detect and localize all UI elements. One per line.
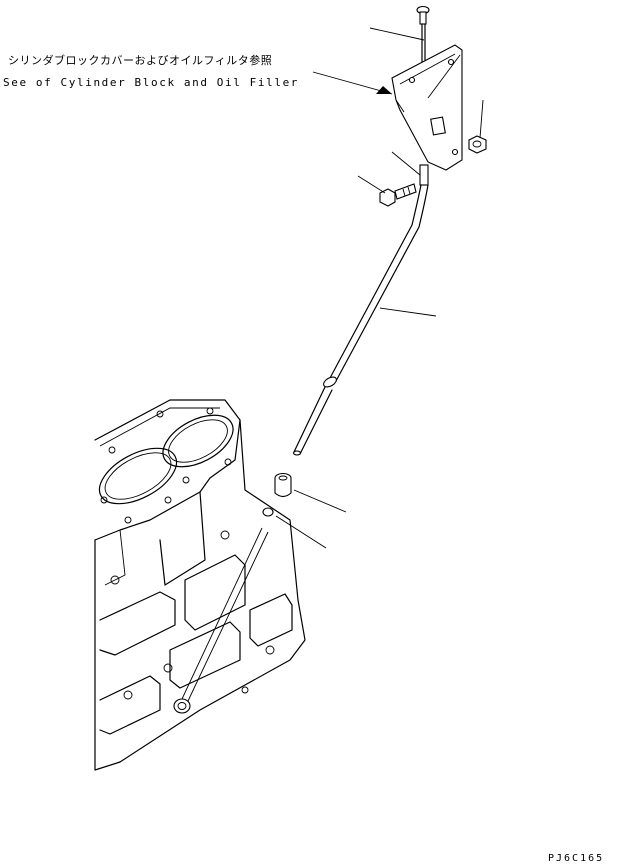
mounting-bracket xyxy=(391,44,463,171)
bolt xyxy=(379,183,417,207)
guide-tube xyxy=(292,164,429,456)
cylinder-block xyxy=(94,399,306,771)
drawing-code: PJ6C165 xyxy=(548,853,605,864)
leader-lines xyxy=(275,27,484,549)
nut xyxy=(468,135,487,154)
reference-note-english: See of Cylinder Block and Oil Filler xyxy=(3,76,300,89)
plug xyxy=(262,507,274,517)
grommet-sleeve xyxy=(274,472,292,498)
reference-note-japanese: シリンダブロックカバーおよびオイルフィルタ参照 xyxy=(8,54,273,67)
